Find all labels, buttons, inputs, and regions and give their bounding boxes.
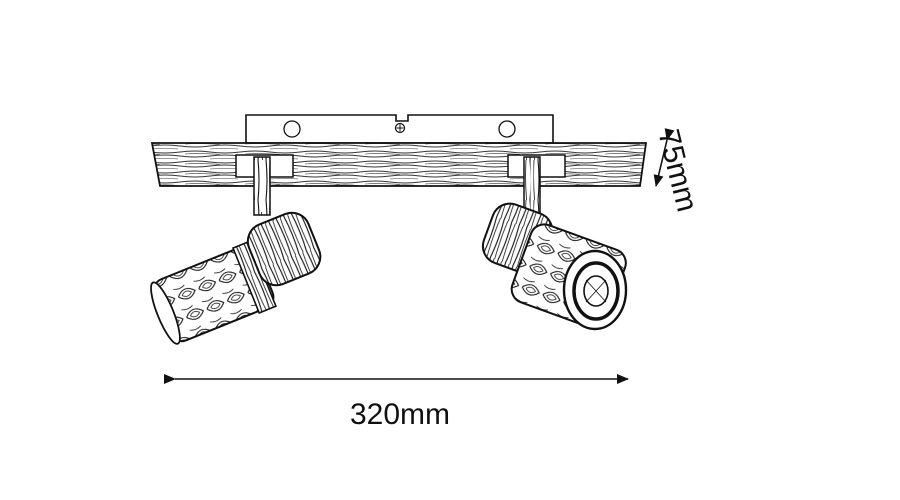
width-dimension: 320mm [164,374,629,431]
left-spotlight [150,156,322,345]
height-dimension: 75mm [651,126,703,215]
height-dimension-arrow [653,128,675,187]
left-spotlight-shade [150,211,322,345]
left-spotlight-stem [253,156,271,216]
right-spotlight-stem [523,156,541,216]
width-dimension-label: 320mm [350,398,450,431]
mounting-plate [245,114,554,144]
wooden-base-bar [150,142,648,187]
right-spotlight-lens [562,249,628,331]
right-spotlight [481,156,628,331]
right-spotlight-shade [481,202,628,331]
